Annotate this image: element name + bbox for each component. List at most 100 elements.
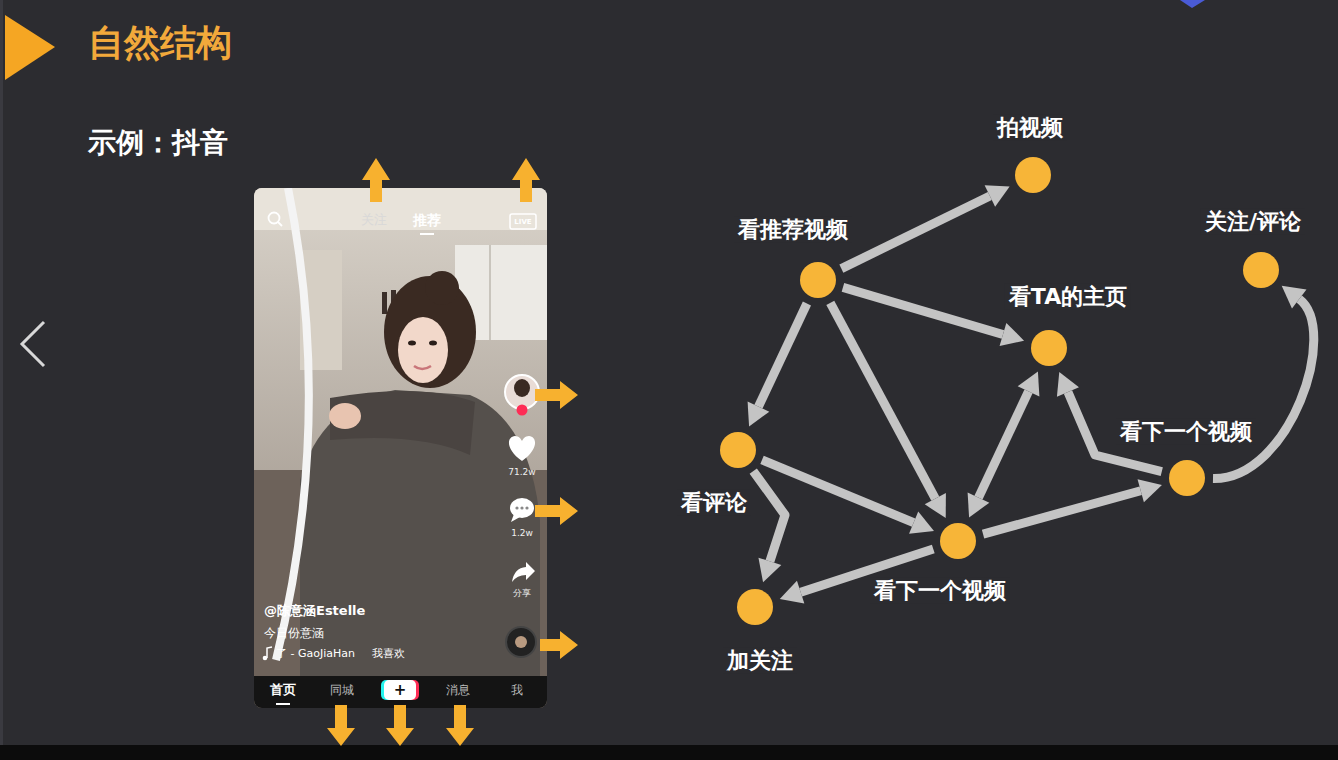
photo-hand xyxy=(329,403,361,429)
flow-arrow xyxy=(1213,286,1314,479)
node-label: 看TA的主页 xyxy=(1005,284,1131,310)
music-disc xyxy=(515,636,527,648)
phone-screenshot xyxy=(254,188,547,708)
arrow-head xyxy=(985,185,1010,207)
plus-button xyxy=(384,680,416,700)
live-icon xyxy=(510,214,536,229)
photo-eye xyxy=(408,341,416,346)
corner-logo xyxy=(1180,0,1205,8)
node-label: 拍视频 xyxy=(993,115,1067,141)
share-icon xyxy=(512,562,535,582)
comment-icon xyxy=(520,506,523,509)
subtitle: 示例：抖音 xyxy=(88,126,228,160)
callout-arrow xyxy=(446,705,474,746)
tab-underline xyxy=(276,703,290,705)
node-label: 关注/评论 xyxy=(1201,209,1305,235)
step-node: 看推荐视频 xyxy=(800,262,836,298)
flow-arrow xyxy=(843,287,1024,346)
flow-arrow xyxy=(983,479,1162,534)
flow-arrow xyxy=(968,372,1040,518)
callout-arrows xyxy=(327,158,578,746)
arrow-head xyxy=(780,581,805,604)
step-node: 加关注 xyxy=(737,589,773,625)
arrow-shaft xyxy=(983,491,1141,534)
phone-nav-item: 同城 xyxy=(330,683,354,697)
step-node: 看TA的主页 xyxy=(1031,330,1067,366)
phone-icon-text: LIVE xyxy=(514,217,531,225)
photo-smile xyxy=(414,366,431,369)
arrow-head xyxy=(1000,323,1024,346)
callout-arrow xyxy=(540,631,578,659)
arrow-head xyxy=(758,558,781,583)
arrow-shaft xyxy=(843,287,1003,334)
title-marker xyxy=(5,15,55,80)
phone-author: @陈意涵Estelle xyxy=(264,603,365,619)
photo-window-bar xyxy=(489,245,491,340)
node-label: 看下一个视频 xyxy=(870,578,1010,604)
arrow-shaft xyxy=(841,196,990,269)
phone-count: 1.2w xyxy=(511,528,533,539)
step-node: 看评论 xyxy=(720,432,756,468)
arrow-head xyxy=(748,401,770,426)
prev-chevron xyxy=(22,322,44,366)
flow-arrow xyxy=(753,471,785,582)
flow-arrow xyxy=(830,303,946,518)
callout-arrow xyxy=(386,705,414,746)
music-note xyxy=(267,647,272,658)
music-note xyxy=(263,656,268,661)
arrow-head xyxy=(1138,479,1162,502)
phone-music: 了 - GaoJiaHan xyxy=(276,647,355,660)
step-node: 关注/评论 xyxy=(1243,252,1279,288)
node-label: 看下一个视频 xyxy=(1116,419,1256,445)
flow-arrow xyxy=(841,185,1009,268)
callout-arrow xyxy=(327,705,355,746)
photo-face xyxy=(398,317,448,383)
arrow-head xyxy=(1282,286,1307,309)
author-avatar xyxy=(505,375,539,409)
comment-icon xyxy=(515,506,518,509)
like-icon xyxy=(509,436,535,461)
node-label: 看评论 xyxy=(677,490,751,516)
phone-caption: 今日份意涵 xyxy=(264,626,324,640)
arrow-shaft xyxy=(830,303,935,499)
comment-icon xyxy=(511,514,520,522)
author-avatar xyxy=(514,379,530,397)
bottom-bar xyxy=(0,745,1338,760)
search-icon xyxy=(269,213,280,224)
callout-arrow xyxy=(512,158,540,202)
photo-arm xyxy=(330,391,475,455)
step-node: 看下一个视频 xyxy=(1169,460,1205,496)
music-disc xyxy=(506,627,536,657)
arrow-head xyxy=(1018,372,1040,397)
callout-arrow xyxy=(362,158,390,202)
phone-nav-item: 消息 xyxy=(446,683,470,697)
photo-hair-bun xyxy=(425,271,459,305)
phone-tab: 推荐 xyxy=(413,212,441,229)
photo-eye xyxy=(429,341,437,346)
arrow-head xyxy=(1057,372,1079,397)
node-label: 加关注 xyxy=(723,648,797,674)
photo-bottle xyxy=(382,292,387,314)
arrow-head xyxy=(925,493,946,518)
phone-music: 我喜欢 xyxy=(372,647,405,660)
phone-tab: 关注 xyxy=(361,212,387,228)
tab-underline xyxy=(420,233,434,235)
photo-bow xyxy=(276,188,309,660)
flow-arrow xyxy=(748,304,807,427)
phone-nav-item: + xyxy=(394,681,407,699)
follow-dot xyxy=(517,405,528,416)
callout-arrow xyxy=(535,497,578,525)
comment-icon xyxy=(510,498,534,518)
slide-title: 自然结构 xyxy=(88,21,232,64)
step-node: 看下一个视频 xyxy=(940,523,976,559)
photo-wall xyxy=(254,188,547,708)
arrow-shaft xyxy=(753,471,785,561)
step-node: 拍视频 xyxy=(1015,157,1051,193)
arrow-head xyxy=(968,492,990,517)
arrow-shaft xyxy=(978,391,1028,497)
comment-icon xyxy=(525,506,528,509)
arrow-shaft xyxy=(1213,299,1314,478)
